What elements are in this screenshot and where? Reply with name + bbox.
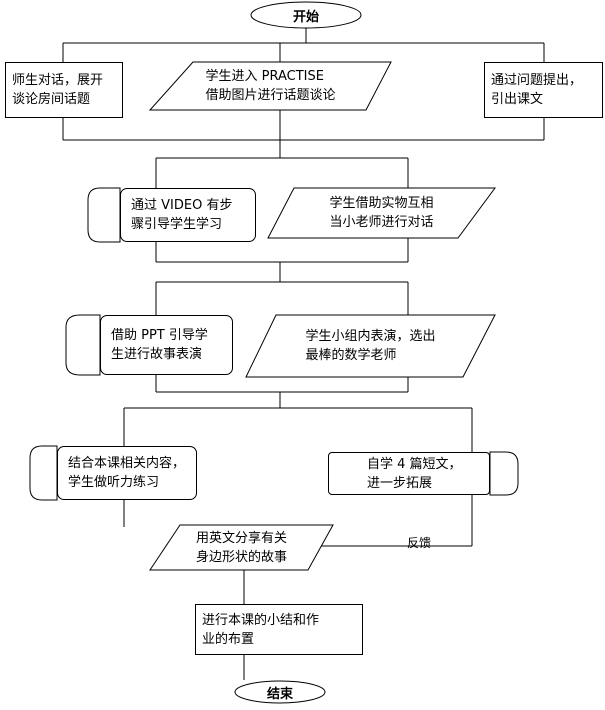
r1-right-box: 通过问题提出， 引出课文 (484, 62, 603, 118)
end-oval (234, 680, 326, 704)
r3-left-box: 借助 PPT 引导学 生进行故事表演 (100, 315, 233, 375)
r3-right-parallelogram (245, 314, 496, 378)
r2-left-box: 通过 VIDEO 有步 骤引导学生学习 (120, 188, 256, 242)
summary-box: 进行本课的小结和作 业的布置 (195, 604, 363, 655)
share-text: 用英文分享有关 身边形状的故事 (195, 530, 287, 565)
r1-center-parallelogram (148, 61, 392, 111)
r3-right-text: 学生小组内表演，选出 最棒的数学老师 (305, 329, 436, 363)
share-parallelogram (149, 524, 334, 571)
end-label: 结束 (266, 687, 293, 702)
start-label: 开始 (292, 10, 319, 25)
feedback-label: 反馈 (407, 536, 432, 550)
r2-right-parallelogram (267, 187, 496, 239)
r4-left-box: 结合本课相关内容， 学生做听力练习 (57, 446, 197, 500)
r1-left-box: 师生对话，展开 谈论房间话题 (5, 62, 123, 118)
r4-right-box: 自学 4 篇短文， 进一步拓展 (328, 452, 490, 495)
r2-right-text: 学生借助实物互相 当小老师进行对话 (329, 196, 434, 230)
r1-center-text: 学生进入 PRACTISE 借助图片进行话题谈论 (205, 69, 336, 103)
